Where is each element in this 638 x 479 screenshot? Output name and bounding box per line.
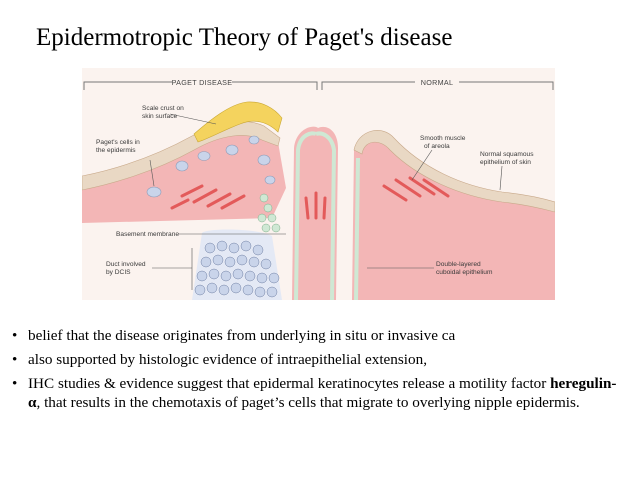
right-smooth-muscle [382,176,450,202]
migrating-cells [257,193,281,233]
bullet-marker: • [12,327,18,344]
label-basement-membrane: Basement membrane [116,231,179,238]
diagram-svg: PAGET DISEASE NORMAL [82,68,555,300]
pagets-cells [146,135,276,198]
label-double-layered-1: Double-layered [436,261,481,268]
label-smooth-muscle-2: of areola [424,143,450,150]
header-normal: NORMAL [421,78,454,87]
label-normal-squamous-1: Normal squamous [480,151,534,158]
label-scale-crust-2: skin surface [142,113,178,120]
label-pagets-cells-2: the epidermis [96,147,136,154]
bullet-text-bold: heregulin-α [28,375,617,411]
label-scale-crust-1: Scale crust on [142,105,184,112]
label-double-layered-2: cuboidal epithelium [436,269,493,276]
label-smooth-muscle-1: Smooth muscle [420,135,466,142]
bullet-list: • belief that the disease originates fro… [10,326,628,417]
slide-title: Epidermotropic Theory of Paget's disease [36,24,453,51]
bullet-text-post: , that results in the chemotaxis of page… [36,394,580,411]
bullet-item: • IHC studies & evidence suggest that ep… [10,374,628,412]
paget-disease-diagram: PAGET DISEASE NORMAL [82,68,555,300]
left-epidermis [82,121,281,191]
bullet-text: also supported by histologic evidence of… [28,351,427,368]
bullet-text: belief that the disease originates from … [28,327,456,344]
right-stroma [352,130,555,300]
label-pagets-cells-1: Paget's cells in [96,139,140,146]
center-muscle [304,191,327,220]
leader-lines [149,113,503,290]
label-duct-dcis-1: Duct involved [106,261,146,268]
bullet-item: • belief that the disease originates fro… [10,326,628,345]
header-paget-disease: PAGET DISEASE [172,78,233,87]
bullet-marker: • [12,375,18,392]
bullet-item: • also supported by histologic evidence … [10,350,628,369]
left-smooth-muscle [170,184,246,210]
label-normal-squamous-2: epithelium of skin [480,159,531,166]
bullet-marker: • [12,351,18,368]
label-duct-dcis-2: by DCIS [106,269,131,276]
bullet-text-pre: IHC studies & evidence suggest that epid… [28,375,551,392]
right-epidermis [353,130,555,213]
right-cuboidal-layer [354,157,360,300]
dcis-cells [194,240,280,298]
scale-crust [193,101,283,143]
